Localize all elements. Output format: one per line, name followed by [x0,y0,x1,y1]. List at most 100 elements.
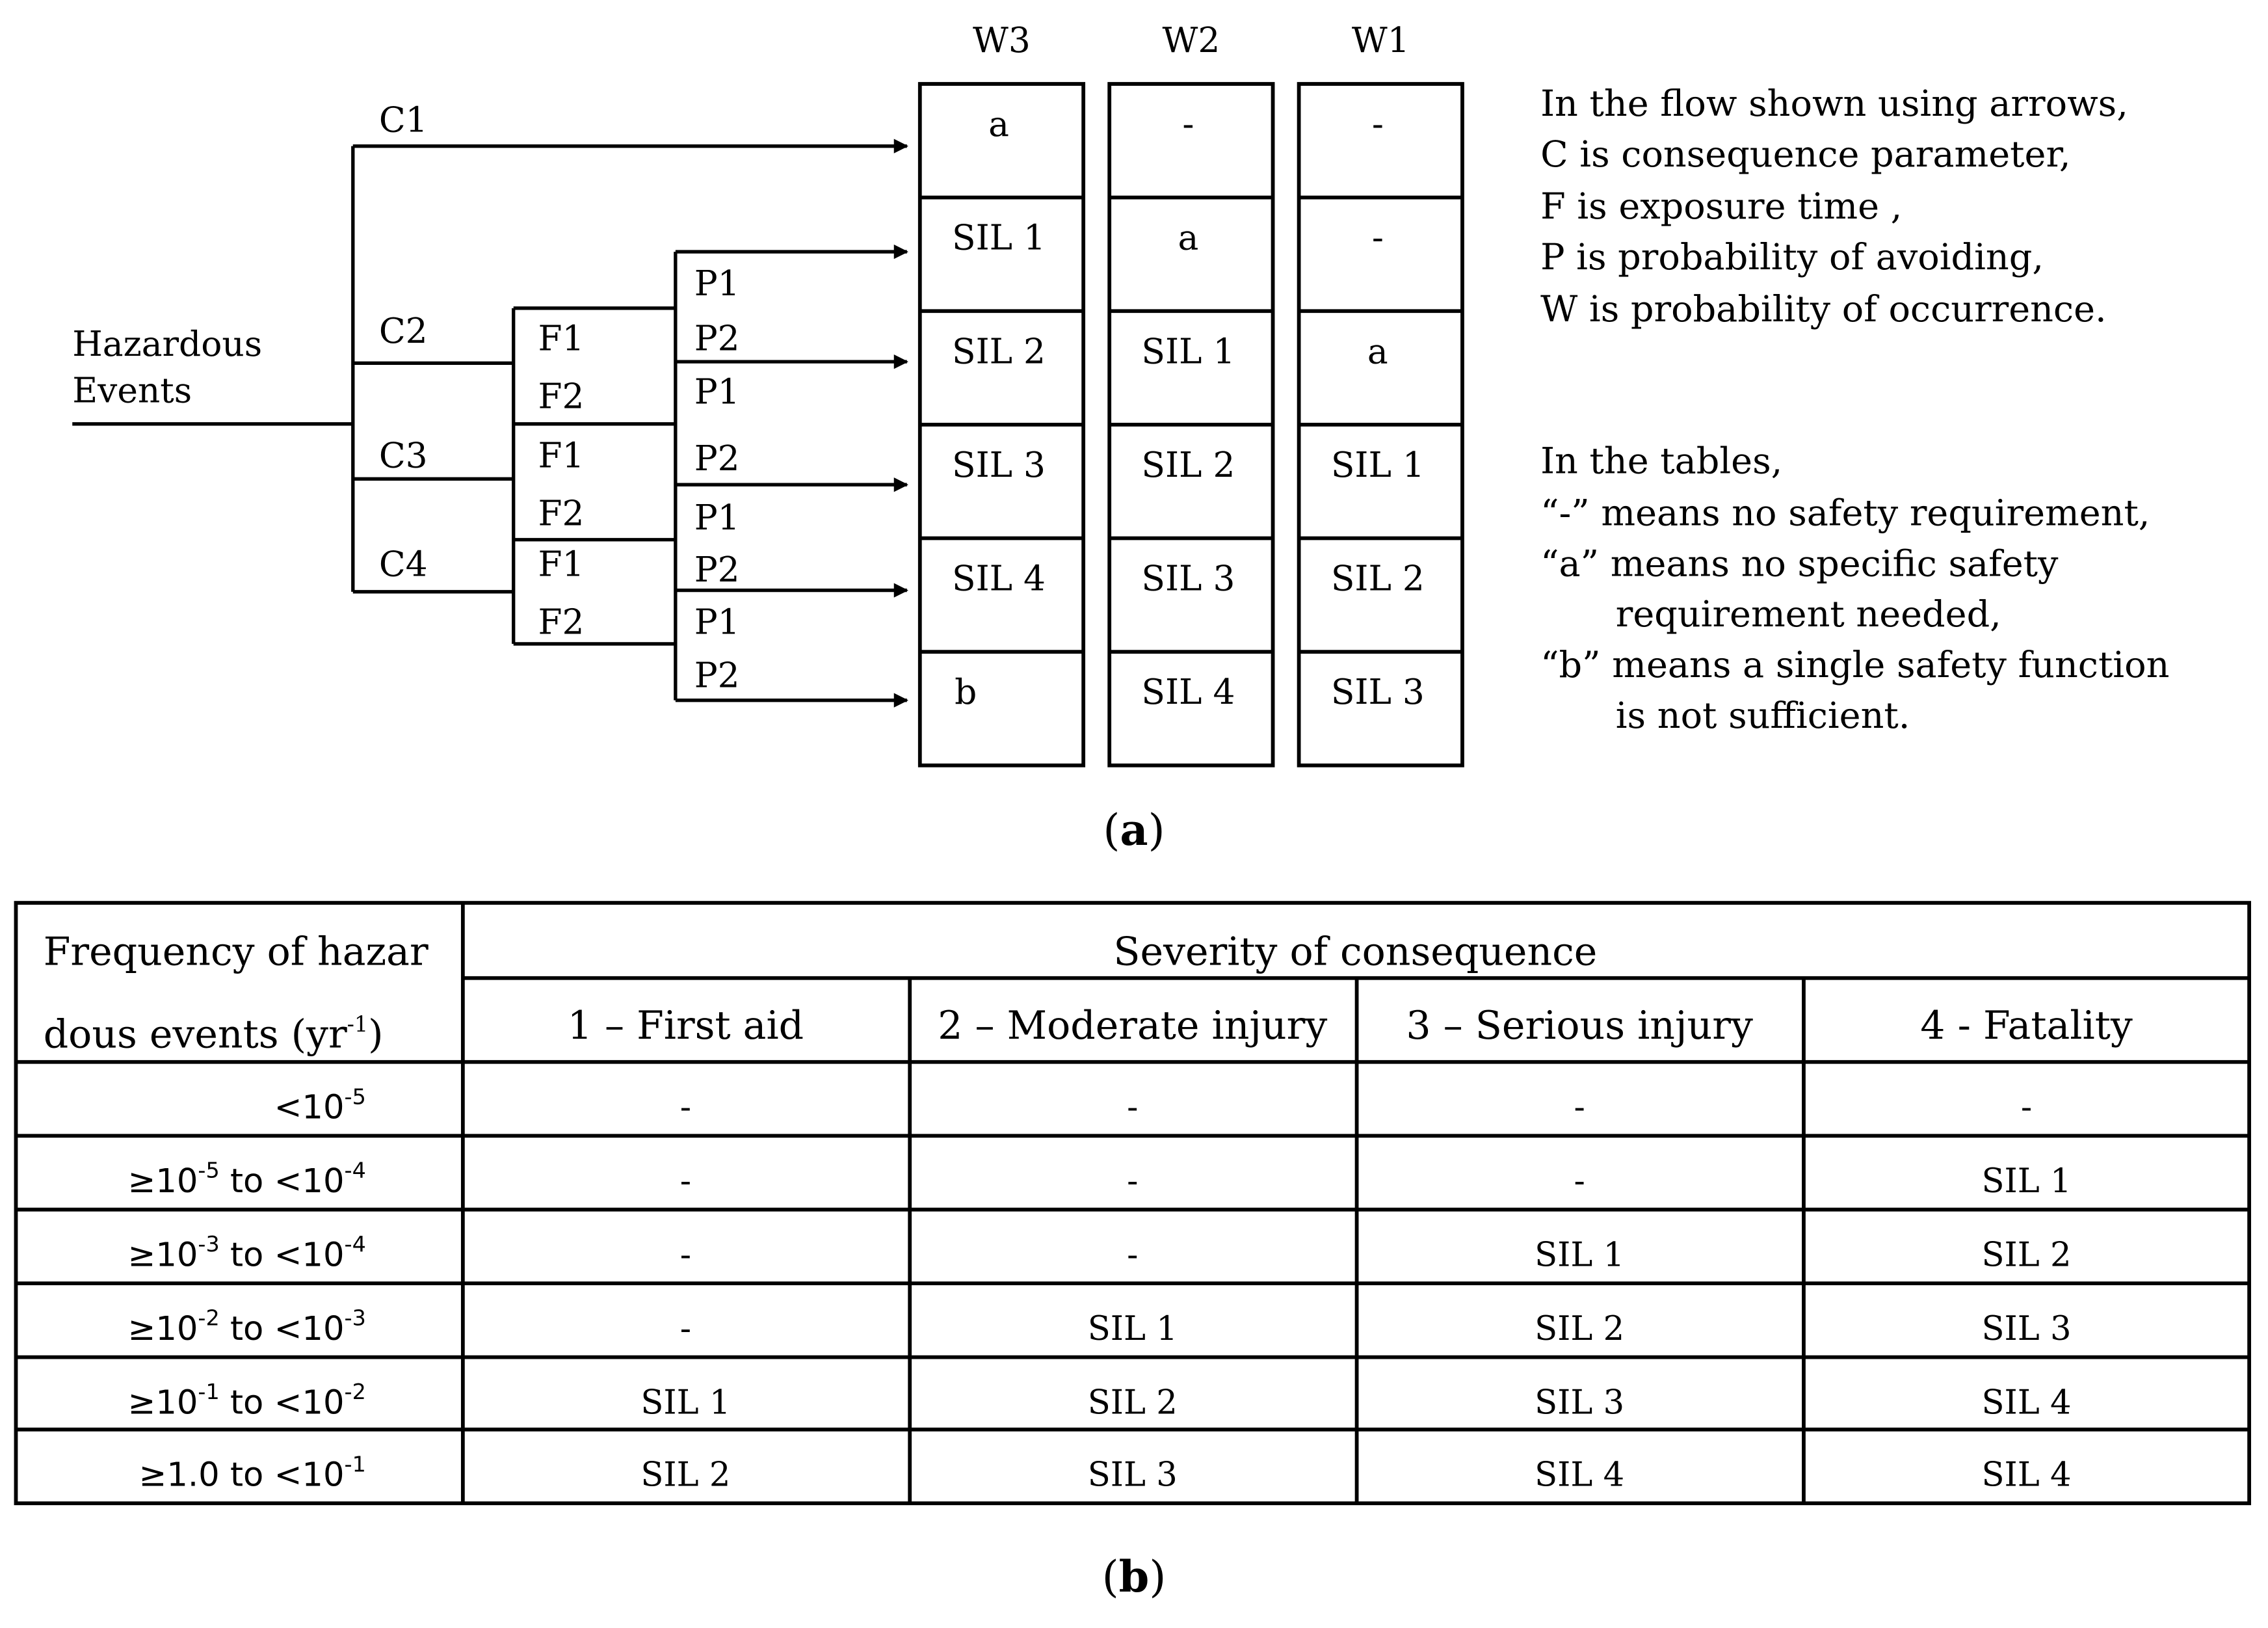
w-column-header: W3 [973,20,1031,60]
sil-cell: SIL 3 [1535,1383,1624,1422]
frequency-cell: ≥10-1 to <10-2 [127,1379,365,1422]
sil-cell: SIL 2 [1088,1383,1178,1422]
p-label: P1 [694,371,740,412]
legend-tables: In the tables, “-” means no safety requi… [1540,440,2169,737]
frequency-part: -4 [345,1231,366,1257]
frequency-cell: ≥1.0 to <10-1 [138,1451,365,1494]
legend-line: In the tables, [1540,440,1782,482]
sil-table: Frequency of hazar dous events (yr-1) Se… [14,901,2251,1602]
p-label: P2 [694,549,740,590]
sil-cell: SIL 1 [640,1383,730,1422]
frequency-part: -5 [345,1084,366,1109]
sil-cell: - [680,1236,691,1274]
root-label-line2: Events [72,369,192,410]
c-label: C3 [379,435,428,476]
w-cell: SIL 3 [952,444,1046,485]
w-cell: - [1182,103,1194,144]
legend-line: P is probability of avoiding, [1540,236,2044,278]
sil-cell: - [1574,1089,1585,1127]
w-cell: SIL 4 [952,558,1046,599]
frequency-part: -1 [198,1379,219,1404]
w-column-header: W1 [1352,20,1410,60]
w-cell: a [988,103,1009,144]
legend-line: requirement needed, [1616,593,2001,635]
sil-cell: SIL 1 [1535,1236,1624,1274]
frequency-cell: ≥10-2 to <10-3 [127,1305,365,1348]
w-cell: SIL 2 [1331,558,1425,599]
column-header: 1 – First aid [568,1003,804,1048]
p-label: P1 [694,263,740,304]
frequency-cell: ≥10-3 to <10-4 [127,1231,365,1274]
sil-cell: - [1574,1162,1585,1201]
f-label: F1 [538,543,585,584]
w-cell: SIL 1 [1141,330,1235,371]
frequency-part: -2 [345,1379,366,1404]
sil-cell: - [1127,1162,1138,1201]
w-cell: SIL 2 [1141,444,1235,485]
frequency-part: to <10 [220,1383,345,1422]
p-label: P2 [694,438,740,479]
p-label: P2 [694,317,740,358]
legend-line: “b” means a single safety function [1540,644,2169,686]
caption-b: (b) [1102,1551,1167,1602]
sil-cell: - [1127,1089,1138,1127]
f-label: F2 [538,375,585,416]
sil-cell: SIL 2 [640,1456,730,1495]
legend-line: C is consequence parameter, [1540,133,2071,176]
c-label: C4 [379,543,428,584]
frequency-part: ≥10 [127,1310,198,1348]
w-cell: SIL 1 [1331,444,1425,485]
sil-cell: SIL 3 [1088,1456,1178,1495]
frequency-part: ≥1.0 to <10 [138,1456,344,1495]
f-label: F1 [538,435,585,476]
legend-line: In the flow shown using arrows, [1540,83,2128,125]
f-label: F2 [538,601,585,642]
legend-line: “-” means no safety requirement, [1540,492,2150,534]
frequency-part: to <10 [220,1236,345,1274]
legend-flow: In the flow shown using arrows, C is con… [1540,83,2128,330]
frequency-part: to <10 [220,1162,345,1201]
sil-cell: SIL 3 [1982,1310,2072,1348]
legend-line: “a” means no specific safety [1540,542,2059,585]
sil-cell: - [2021,1089,2032,1127]
sil-cell: SIL 2 [1982,1236,2072,1274]
frequency-cell: <10-5 [274,1084,366,1127]
group-header: Severity of consequence [1113,929,1597,975]
row-header-line2: dous events (yr-1) [44,1011,384,1057]
table-grid [14,901,2251,1506]
p-label: P2 [694,655,740,696]
legend-line: F is exposure time , [1540,185,1902,228]
frequency-part: ≥10 [127,1383,198,1422]
c-label: C2 [379,310,428,351]
p-label: P1 [694,601,740,642]
caption-a: (a) [1103,804,1165,855]
c-label: C1 [379,99,428,140]
f-label: F1 [538,317,585,358]
frequency-part: -5 [198,1158,219,1183]
w-cell: SIL 4 [1141,671,1235,712]
legend-line: is not sufficient. [1616,695,1910,737]
w-cell: b [955,671,977,712]
legend-line: W is probability of occurrence. [1540,288,2107,330]
risk-graph: Hazardous Events C1 C2 C3 C4 F1 F2 F1 F2 [72,20,2169,855]
frequency-part: ≥10 [127,1236,198,1274]
w-cell: SIL 2 [952,330,1046,371]
sil-cell: SIL 1 [1982,1162,2072,1201]
frequency-part: -3 [198,1231,219,1257]
sil-cell: SIL 4 [1535,1456,1624,1495]
sil-cell: - [1127,1236,1138,1274]
column-header: 2 – Moderate injury [938,1003,1327,1048]
w-cell: SIL 1 [952,217,1046,258]
sil-cell: SIL 1 [1088,1310,1178,1348]
sil-cell: - [680,1162,691,1201]
w-column-header: W2 [1162,20,1220,60]
sil-cell: SIL 4 [1982,1383,2072,1422]
frequency-part: <10 [274,1089,345,1127]
column-header: 4 - Fatality [1920,1003,2133,1048]
sil-cell: - [680,1310,691,1348]
frequency-cell: ≥10-5 to <10-4 [127,1158,365,1201]
p-label: P1 [694,497,740,538]
sil-cell: SIL 2 [1535,1310,1624,1348]
